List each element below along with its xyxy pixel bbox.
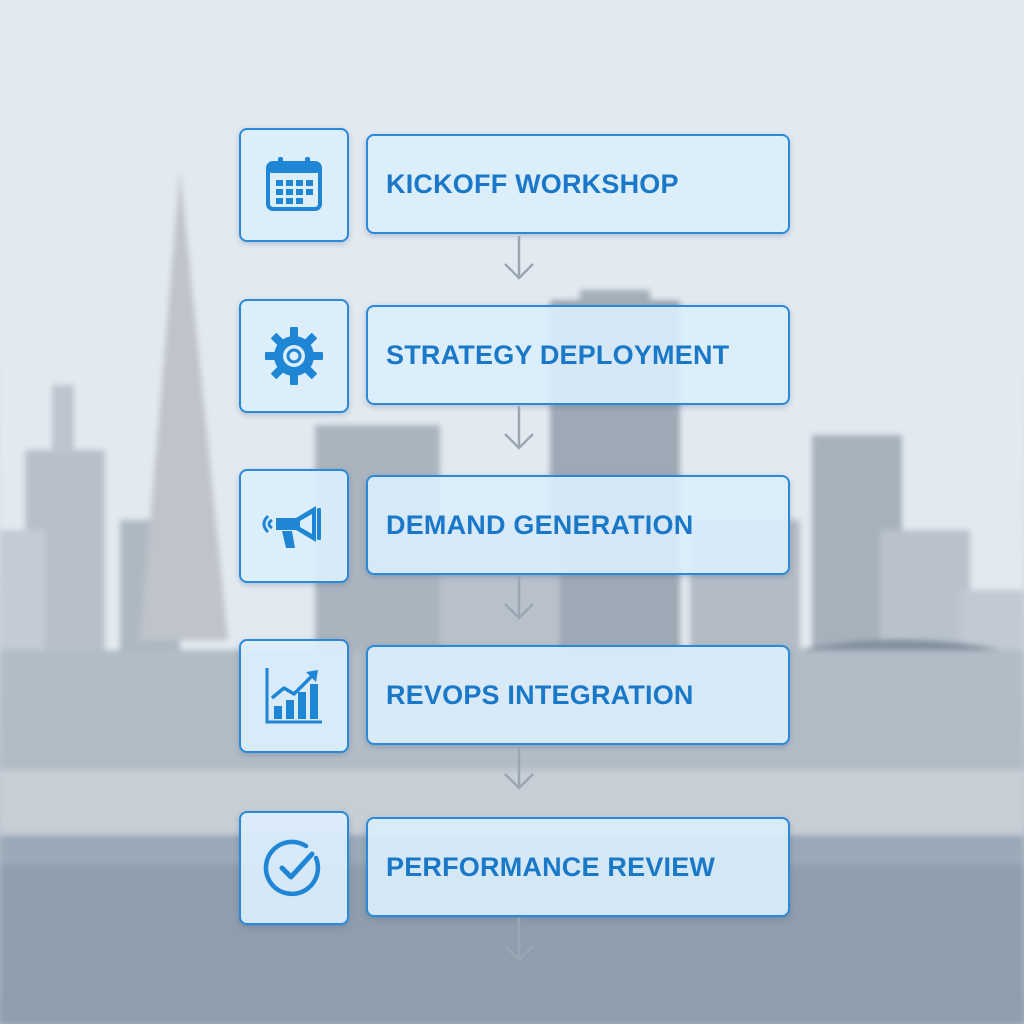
step-4-label: REVOPS INTEGRATION xyxy=(386,679,694,710)
connector-arrow-5 xyxy=(501,918,537,966)
step-3-label: DEMAND GENERATION xyxy=(386,509,694,540)
step-5-icon-box xyxy=(239,811,349,925)
connector-arrow-4 xyxy=(501,746,537,794)
gear-icon xyxy=(265,327,323,385)
step-1-box: KICKOFF WORKSHOP xyxy=(366,134,790,234)
step-1-label: KICKOFF WORKSHOP xyxy=(386,168,679,199)
step-5-box: PERFORMANCE REVIEW xyxy=(366,817,790,917)
step-2-label: STRATEGY DEPLOYMENT xyxy=(386,339,730,370)
megaphone-icon xyxy=(262,506,321,548)
step-2-box: STRATEGY DEPLOYMENT xyxy=(366,305,790,405)
calendar-icon xyxy=(266,157,322,211)
growth-chart-icon xyxy=(265,668,322,724)
connector-arrow-3 xyxy=(501,576,537,624)
step-3-box: DEMAND GENERATION xyxy=(366,475,790,575)
connector-arrow-1 xyxy=(501,236,537,284)
step-3-icon-box xyxy=(239,469,349,583)
step-5-label: PERFORMANCE REVIEW xyxy=(386,851,716,882)
step-4-box: REVOPS INTEGRATION xyxy=(366,645,790,745)
step-4-icon-box xyxy=(239,639,349,753)
step-1-icon-box xyxy=(239,128,349,242)
step-2-icon-box xyxy=(239,299,349,413)
checkmark-circle-icon xyxy=(263,839,321,897)
connector-arrow-2 xyxy=(501,406,537,454)
